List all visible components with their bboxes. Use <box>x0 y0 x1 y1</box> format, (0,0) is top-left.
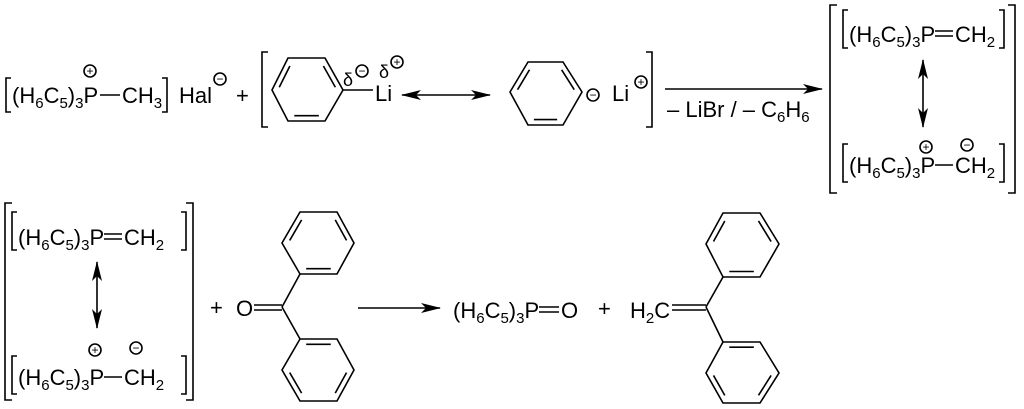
svg-text:(H6C5)3P: (H6C5)3P <box>18 225 104 254</box>
double-bond-line <box>516 69 531 91</box>
phosphonium-cation: (H6C5)3P <box>12 83 98 112</box>
double-bond-line <box>322 65 337 88</box>
negative-charge: − <box>586 88 600 102</box>
left-bracket <box>5 77 11 113</box>
benzene-ring <box>705 212 780 278</box>
svg-text:(H6C5)3P: (H6C5)3P <box>849 153 935 182</box>
halide-anion: Hal <box>179 83 212 108</box>
partial-positive-label: δ <box>379 62 389 82</box>
ylide-left-bracket <box>829 4 837 194</box>
svg-text:−: − <box>963 138 970 152</box>
svg-text:(H6C5)3P: (H6C5)3P <box>18 365 104 394</box>
lithium-label: Li <box>612 81 629 106</box>
svg-text:(H6C5)3P: (H6C5)3P <box>453 298 539 327</box>
benzene-ring <box>281 338 355 402</box>
benzene-ring <box>271 57 344 122</box>
ylide-right-bracket <box>186 202 194 401</box>
carbonyl-oxygen: O <box>236 296 253 321</box>
double-bond-line <box>334 219 348 241</box>
double-bond-line <box>712 375 726 396</box>
svg-text:−: − <box>589 88 596 102</box>
svg-text:O: O <box>561 298 578 323</box>
benzene-ring <box>281 211 355 275</box>
ring-outline <box>509 61 583 126</box>
svg-text:+: + <box>922 140 929 154</box>
svg-text:CH2: CH2 <box>124 225 164 254</box>
double-bond-line <box>334 372 348 394</box>
double-bond-line <box>288 372 303 394</box>
diphenylethylene: H2C <box>630 212 780 404</box>
ring-outline <box>281 338 355 402</box>
ylide-form: (H6C5)3P + CH2 − <box>11 341 187 395</box>
plus-sign: + <box>236 83 249 108</box>
svg-text:−: − <box>216 72 223 86</box>
positive-charge: + <box>919 140 933 154</box>
negative-charge: − <box>129 341 143 355</box>
positive-charge: + <box>390 55 404 69</box>
phosphonium-salt: (H6C5)3P + CH3 Hal − <box>5 64 227 113</box>
svg-text:CH2: CH2 <box>955 153 995 182</box>
ylide-left-bracket <box>4 202 12 401</box>
svg-text:H2C: H2C <box>630 298 670 327</box>
svg-text:+: + <box>637 75 644 89</box>
positive-charge: + <box>88 343 102 357</box>
ring-outline <box>271 57 344 122</box>
ylide-form: (H6C5)3P + CH2 − <box>842 138 1005 183</box>
double-bond-line <box>288 219 303 241</box>
svg-text:CH2: CH2 <box>955 22 995 51</box>
ring-outline <box>705 212 780 278</box>
double-bond-line <box>757 375 772 396</box>
svg-text:−: − <box>358 64 365 78</box>
svg-text:−: − <box>132 341 139 355</box>
negative-charge: − <box>213 72 227 86</box>
svg-text:+: + <box>86 64 93 78</box>
benzophenone: O <box>236 211 355 402</box>
plus-sign: + <box>598 296 611 321</box>
ylide-right-bracket <box>1008 4 1016 194</box>
lithium-label: Li <box>375 81 392 106</box>
resonance-left-bracket <box>261 51 268 128</box>
svg-text:CH2: CH2 <box>124 365 164 394</box>
triphenylphosphine-oxide: (H6C5)3P O <box>453 298 578 327</box>
reaction-conditions: – LiBr / – C6H6 <box>667 97 810 126</box>
right-bracket <box>162 77 168 113</box>
double-bond-line <box>712 220 726 242</box>
double-bond-line <box>560 69 575 91</box>
ring-outline <box>705 341 780 404</box>
resonance-right-bracket <box>646 51 653 128</box>
benzene-ring <box>705 341 780 404</box>
benzene-ring <box>509 61 583 126</box>
double-bond-line <box>757 220 772 242</box>
methyl-group: CH3 <box>122 83 162 112</box>
svg-text:+: + <box>91 343 98 357</box>
positive-charge: + <box>83 64 97 78</box>
plus-sign: + <box>210 295 223 320</box>
double-bond-line <box>278 65 291 88</box>
svg-text:+: + <box>393 55 400 69</box>
svg-text:(H6C5)3P: (H6C5)3P <box>849 22 935 51</box>
ring-outline <box>281 211 355 275</box>
partial-negative-label: δ <box>343 70 353 90</box>
ylene-form: (H6C5)3P CH2 <box>11 211 187 254</box>
negative-charge: − <box>960 138 974 152</box>
negative-charge: − <box>355 64 369 78</box>
ylene-form: (H6C5)3P CH2 <box>842 9 1005 51</box>
positive-charge: + <box>634 75 648 89</box>
